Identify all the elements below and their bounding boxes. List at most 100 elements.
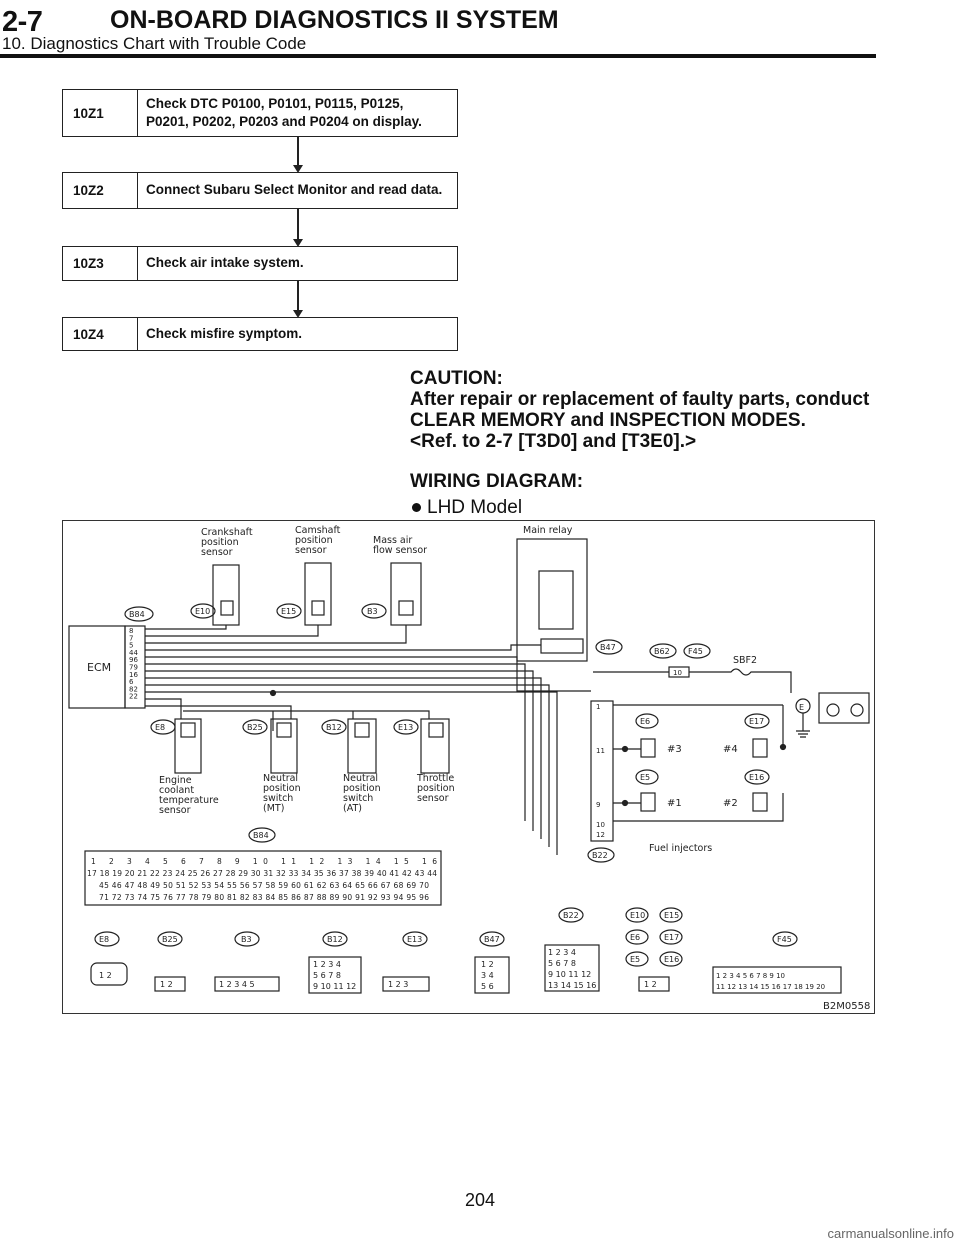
ecm-pin: 22: [129, 693, 138, 701]
svg-text:1 2 3 4 5: 1 2 3 4 5: [219, 980, 255, 989]
bullet-icon: [412, 503, 421, 513]
svg-text:B12: B12: [326, 723, 342, 732]
svg-text:#3: #3: [667, 744, 682, 755]
svg-text:E17: E17: [664, 933, 679, 942]
model-label: LHD Model: [412, 497, 522, 519]
ecm-label: ECM: [87, 661, 111, 674]
main-relay: Main relay B47: [516, 525, 623, 662]
svg-text:B25: B25: [162, 935, 178, 944]
svg-text:B12: B12: [327, 935, 343, 944]
step-code: 10Z2: [63, 173, 138, 208]
svg-text:#1: #1: [667, 798, 682, 809]
svg-text:B3: B3: [241, 935, 252, 944]
wiring-title: WIRING DIAGRAM:: [410, 471, 584, 492]
connector-label: B84: [129, 610, 145, 619]
b22-pin: 1: [596, 703, 600, 711]
page-number: 204: [464, 1190, 496, 1210]
svg-text:5 6 7 8: 5 6 7 8: [548, 959, 576, 968]
svg-text:B3: B3: [367, 607, 378, 616]
step-10z2: 10Z2 Connect Subaru Select Monitor and r…: [62, 172, 458, 209]
svg-text:1 2 3 4 5 6 7 8 9 10: 1 2 3 4 5 6 7 8 9 10: [716, 972, 785, 980]
svg-text:3 4: 3 4: [481, 971, 494, 980]
svg-text:E6: E6: [630, 933, 640, 942]
ecm-pin: 6: [129, 678, 134, 686]
svg-text:B47: B47: [600, 643, 616, 652]
ecm-pin: 5: [129, 642, 133, 650]
step-10z1: 10Z1 Check DTC P0100, P0101, P0115, P012…: [62, 89, 458, 137]
svg-text:F45: F45: [777, 935, 792, 944]
svg-text:13 14 15 16: 13 14 15 16: [548, 981, 596, 990]
power-supply: B62 F45 10 SBF2 E: [593, 643, 870, 738]
step-code: 10Z1: [63, 90, 138, 136]
ecm-pin: 44: [129, 649, 138, 657]
svg-text:B47: B47: [484, 935, 500, 944]
svg-text:B84: B84: [253, 831, 269, 840]
page-subtitle: 10. Diagnostics Chart with Trouble Code: [2, 34, 307, 53]
svg-text:B25: B25: [247, 723, 263, 732]
svg-text:10: 10: [673, 669, 682, 677]
ecm-connector-row: 71 72 73 74 75 76 77 78 79 80 81 82 83 8…: [99, 893, 429, 902]
svg-text:E13: E13: [398, 723, 413, 732]
watermark: carmanualsonline.info: [827, 1226, 954, 1241]
flow-arrow: [293, 137, 303, 173]
step-text: Check misfire symptom.: [146, 325, 303, 341]
svg-text:SBF2: SBF2: [733, 655, 757, 666]
ecm-connector-face: B84 1 2 3 4 5 6 7 8 9 10 11 12 13 14 15 …: [84, 827, 442, 906]
step-text: Connect Subaru Select Monitor and read d…: [146, 182, 443, 198]
ecm-pin: 79: [129, 664, 138, 672]
caution-block: CAUTION: After repair or replacement of …: [410, 368, 880, 452]
svg-text:E6: E6: [640, 717, 650, 726]
svg-text:E5: E5: [640, 773, 650, 782]
step-text: Check air intake system.: [146, 255, 304, 271]
svg-text:5 6 7 8: 5 6 7 8: [313, 971, 341, 980]
svg-text:E17: E17: [749, 717, 764, 726]
svg-text:1 2: 1 2: [99, 971, 112, 980]
b22-pin: 11: [596, 747, 605, 755]
figure-id: B2M0558: [823, 1001, 870, 1012]
section-code: 2-7: [2, 6, 43, 38]
svg-text:E15: E15: [281, 607, 296, 616]
caution-reference: <Ref. to 2-7 [T3D0] and [T3E0].>: [410, 431, 697, 452]
svg-text:E16: E16: [749, 773, 764, 782]
step-10z4: 10Z4 Check misfire symptom.: [62, 317, 458, 351]
ecm-pin-block: [124, 625, 146, 709]
svg-text:E: E: [799, 703, 804, 712]
svg-text:1 2 3 4: 1 2 3 4: [548, 948, 576, 957]
svg-text:11 12 13 14 15 16 17 18 19 20: 11 12 13 14 15 16 17 18 19 20: [716, 983, 825, 991]
ecm-pin: 7: [129, 634, 133, 642]
ecm-connector-row: 45 46 47 48 49 50 51 52 53 54 55 56 57 5…: [99, 881, 429, 890]
step-10z3: 10Z3 Check air intake system.: [62, 246, 458, 281]
svg-text:F45: F45: [688, 647, 703, 656]
header-rule: [0, 54, 876, 58]
svg-text:#2: #2: [723, 798, 738, 809]
wire-bundle: [145, 625, 591, 855]
svg-text:E13: E13: [407, 935, 422, 944]
ecm-pin: 82: [129, 685, 138, 693]
svg-text:B22: B22: [563, 911, 579, 920]
caution-title: CAUTION:: [410, 368, 503, 389]
caution-line: CLEAR MEMORY and INSPECTION MODES.: [410, 410, 806, 431]
svg-text:B62: B62: [654, 647, 670, 656]
svg-text:Fuel injectors: Fuel injectors: [649, 843, 712, 854]
model-text: LHD Model: [427, 497, 523, 518]
svg-text:E15: E15: [664, 911, 679, 920]
ecm-pin: 16: [129, 671, 138, 679]
svg-text:5 6: 5 6: [481, 982, 494, 991]
svg-text:E16: E16: [664, 955, 679, 964]
svg-text:E8: E8: [99, 935, 109, 944]
fuel-injectors: E6 E17 E5 E16 #3 #4 #1 #2 Fuel injectors: [613, 704, 787, 854]
b22-pin: 10: [596, 821, 605, 829]
svg-text:1 2: 1 2: [481, 960, 494, 969]
bottom-connectors: E8 B25 B3 B12 E13 B47 B22 E10 E15 E6 E17…: [90, 907, 842, 994]
